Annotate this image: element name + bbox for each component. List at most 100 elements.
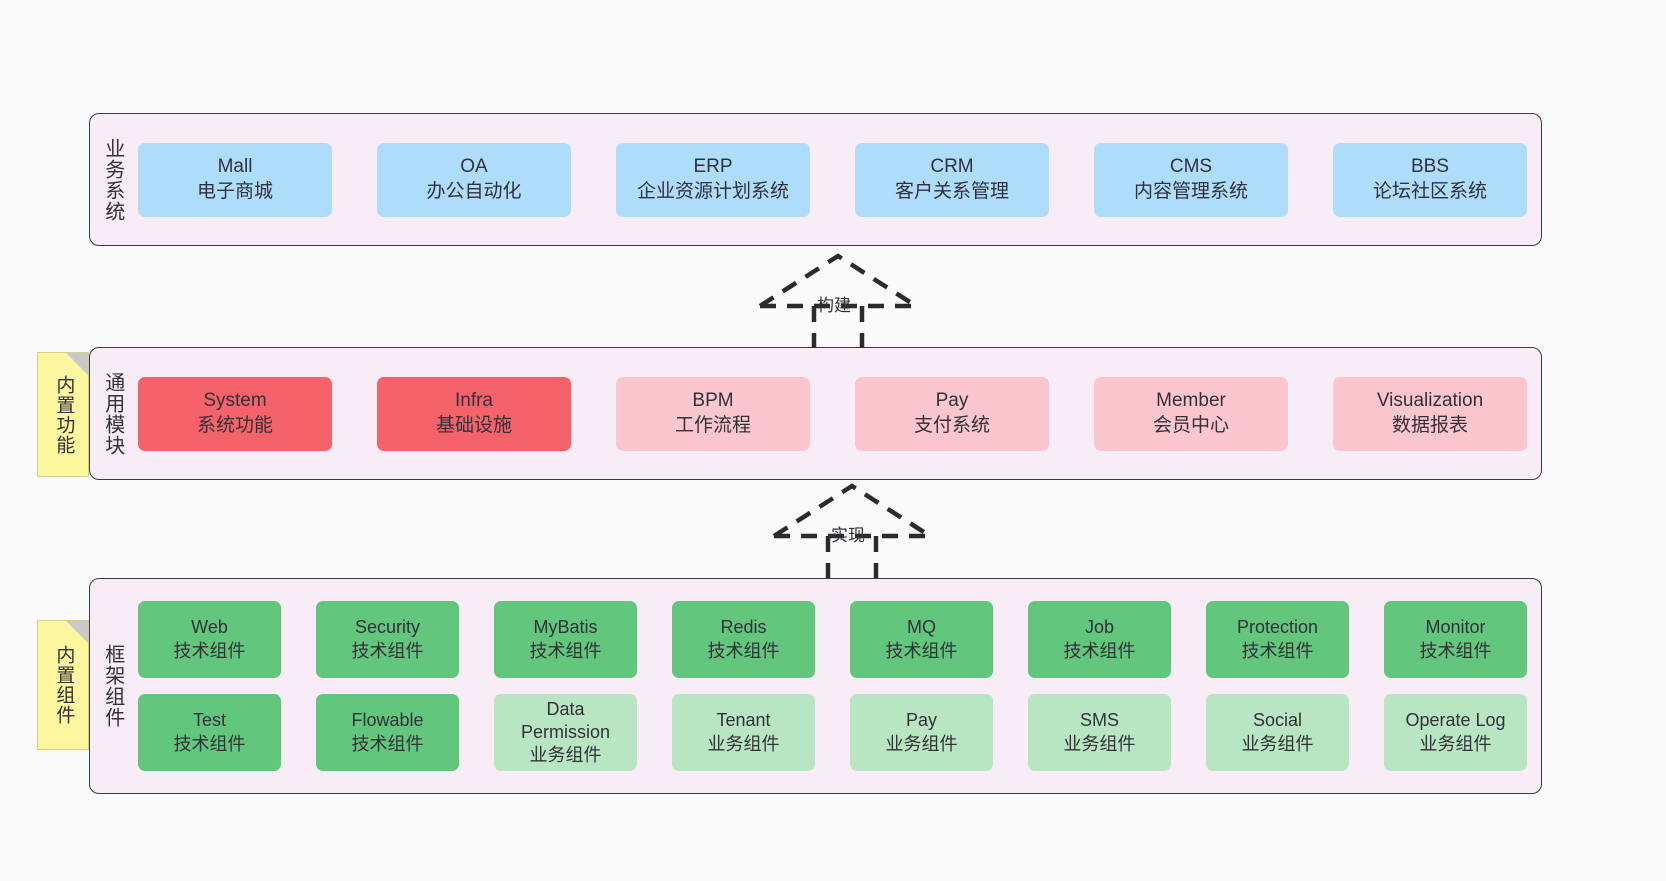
card-title: Test — [192, 710, 226, 731]
card-subtitle: 基础设施 — [435, 414, 512, 436]
card-visualization[interactable]: Visualization 数据报表 — [1333, 376, 1527, 451]
card-title: Data — [546, 698, 585, 719]
card-social[interactable]: Social 业务组件 — [1206, 694, 1349, 771]
note-builtin-features: 内置功能 — [37, 352, 89, 477]
note-builtin-components: 内置组件 — [37, 620, 89, 750]
card-mall[interactable]: Mall 电子商城 — [138, 142, 332, 217]
card-bpm[interactable]: BPM 工作流程 — [616, 376, 810, 451]
card-mq[interactable]: MQ 技术组件 — [850, 601, 993, 678]
card-row-technical: Web 技术组件 Security 技术组件 MyBatis 技术组件 Redi… — [138, 601, 1527, 678]
card-subtitle: 技术组件 — [707, 640, 780, 661]
card-redis[interactable]: Redis 技术组件 — [672, 601, 815, 678]
card-title: Protection — [1236, 617, 1319, 638]
card-subtitle: 业务组件 — [529, 745, 602, 766]
card-subtitle: 内容管理系统 — [1133, 180, 1248, 202]
layer-title-framework: 框架组件 — [101, 644, 124, 728]
layer-body-business: Mall 电子商城 OA 办公自动化 ERP 企业资源计划系统 CRM 客户关系… — [134, 114, 1541, 245]
card-web[interactable]: Web 技术组件 — [138, 601, 281, 678]
card-title: CRM — [930, 156, 974, 178]
card-test[interactable]: Test 技术组件 — [138, 694, 281, 771]
arrow-implement — [772, 483, 932, 578]
card-flowable[interactable]: Flowable 技术组件 — [316, 694, 459, 771]
card-subtitle: 技术组件 — [173, 733, 246, 754]
layer-title-modules: 通用模块 — [101, 371, 124, 456]
card-pay[interactable]: Pay 支付系统 — [855, 376, 1049, 451]
arrow-label-implement: 实现 — [831, 526, 865, 545]
card-operate-log[interactable]: Operate Log 业务组件 — [1384, 694, 1527, 771]
card-oa[interactable]: OA 办公自动化 — [377, 142, 571, 217]
card-cms[interactable]: CMS 内容管理系统 — [1094, 142, 1288, 217]
layer-framework-components: 框架组件 Web 技术组件 Security 技术组件 MyBatis 技术组件… — [89, 578, 1542, 794]
card-tenant[interactable]: Tenant 业务组件 — [672, 694, 815, 771]
card-title: CMS — [1169, 156, 1213, 178]
card-subtitle: 技术组件 — [1063, 640, 1136, 661]
card-crm[interactable]: CRM 客户关系管理 — [855, 142, 1049, 217]
card-job[interactable]: Job 技术组件 — [1028, 601, 1171, 678]
card-title: Monitor — [1425, 617, 1486, 638]
card-subtitle: 工作流程 — [674, 414, 751, 436]
card-subtitle: 会员中心 — [1152, 414, 1229, 436]
card-subtitle: 支付系统 — [913, 414, 990, 436]
arrow-build — [758, 253, 918, 348]
card-title: MQ — [907, 617, 936, 638]
card-subtitle: 客户关系管理 — [894, 180, 1009, 202]
card-subtitle: 技术组件 — [1241, 640, 1314, 661]
card-title: Pay — [905, 710, 938, 731]
card-title: Redis — [720, 617, 767, 638]
card-title: Tenant — [716, 710, 771, 731]
layer-title-business: 业务系统 — [101, 137, 124, 222]
card-subtitle: 技术组件 — [529, 640, 602, 661]
layer-body-modules: System 系统功能 Infra 基础设施 BPM 工作流程 Pay 支付系统… — [134, 348, 1541, 479]
card-title: Job — [1084, 617, 1115, 638]
card-erp[interactable]: ERP 企业资源计划系统 — [616, 142, 810, 217]
card-protection[interactable]: Protection 技术组件 — [1206, 601, 1349, 678]
layer-general-modules: 通用模块 System 系统功能 Infra 基础设施 BPM 工作流程 Pay… — [89, 347, 1542, 480]
card-infra[interactable]: Infra 基础设施 — [377, 376, 571, 451]
card-title: Operate Log — [1405, 710, 1506, 731]
card-title: BPM — [692, 390, 734, 412]
card-title: Member — [1156, 390, 1226, 412]
card-security[interactable]: Security 技术组件 — [316, 601, 459, 678]
card-subtitle: 技术组件 — [173, 640, 246, 661]
card-subtitle: 企业资源计划系统 — [636, 180, 789, 202]
card-row-business: Test 技术组件 Flowable 技术组件 Data Permission … — [138, 694, 1527, 771]
card-title: Pay — [935, 390, 969, 412]
card-subtitle: 业务组件 — [1241, 733, 1314, 754]
card-monitor[interactable]: Monitor 技术组件 — [1384, 601, 1527, 678]
card-row: Mall 电子商城 OA 办公自动化 ERP 企业资源计划系统 CRM 客户关系… — [138, 142, 1527, 217]
card-title: Social — [1252, 710, 1303, 731]
card-sms[interactable]: SMS 业务组件 — [1028, 694, 1171, 771]
card-title: OA — [460, 156, 488, 178]
layer-body-framework: Web 技术组件 Security 技术组件 MyBatis 技术组件 Redi… — [134, 579, 1541, 793]
card-subtitle: 电子商城 — [196, 180, 273, 202]
card-subtitle: 技术组件 — [885, 640, 958, 661]
card-title: Security — [354, 617, 421, 638]
card-subtitle: 业务组件 — [1419, 733, 1492, 754]
card-row: System 系统功能 Infra 基础设施 BPM 工作流程 Pay 支付系统… — [138, 376, 1527, 451]
card-subtitle: 数据报表 — [1391, 414, 1468, 436]
card-title-cont: Permission — [520, 721, 611, 742]
layer-business-systems: 业务系统 Mall 电子商城 OA 办公自动化 ERP 企业资源计划系统 CRM… — [89, 113, 1542, 246]
card-subtitle: 业务组件 — [707, 733, 780, 754]
card-member[interactable]: Member 会员中心 — [1094, 376, 1288, 451]
card-title: MyBatis — [533, 617, 598, 638]
card-data-permission[interactable]: Data Permission 业务组件 — [494, 694, 637, 771]
card-subtitle: 论坛社区系统 — [1372, 180, 1487, 202]
card-title: Web — [191, 617, 228, 638]
card-subtitle: 业务组件 — [1063, 733, 1136, 754]
card-subtitle: 技术组件 — [351, 733, 424, 754]
arrow-label-build: 构建 — [817, 296, 851, 315]
card-title: BBS — [1410, 156, 1450, 178]
card-subtitle: 业务组件 — [885, 733, 958, 754]
card-bbs[interactable]: BBS 论坛社区系统 — [1333, 142, 1527, 217]
card-title: System — [203, 390, 267, 412]
card-title: Mall — [217, 156, 253, 178]
card-pay-business[interactable]: Pay 业务组件 — [850, 694, 993, 771]
card-mybatis[interactable]: MyBatis 技术组件 — [494, 601, 637, 678]
card-title: ERP — [693, 156, 733, 178]
card-title: Visualization — [1376, 390, 1484, 412]
card-subtitle: 办公自动化 — [426, 180, 522, 202]
card-system[interactable]: System 系统功能 — [138, 376, 332, 451]
card-title: Flowable — [351, 710, 424, 731]
